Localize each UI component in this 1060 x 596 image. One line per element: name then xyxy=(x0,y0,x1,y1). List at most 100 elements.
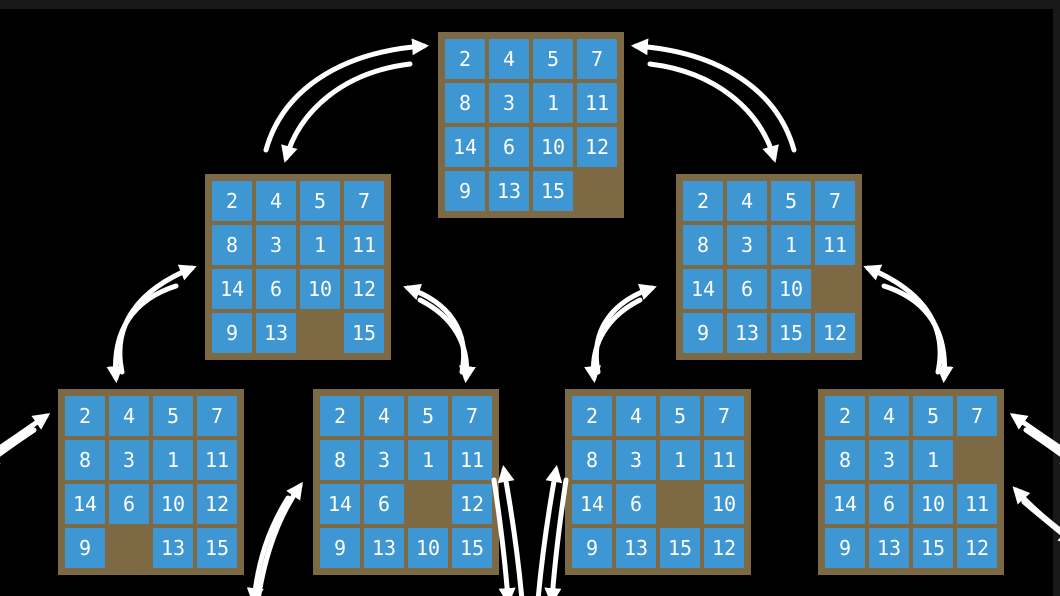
blank-cell xyxy=(815,269,855,309)
tile-4: 4 xyxy=(109,396,149,436)
tile-6: 6 xyxy=(256,269,296,309)
tile-15: 15 xyxy=(660,528,700,568)
tile-15: 15 xyxy=(913,528,953,568)
tile-10: 10 xyxy=(533,127,573,167)
tile-2: 2 xyxy=(572,396,612,436)
tile-14: 14 xyxy=(320,484,360,524)
tile-11: 11 xyxy=(197,440,237,480)
tile-9: 9 xyxy=(320,528,360,568)
tile-1: 1 xyxy=(913,440,953,480)
tile-3: 3 xyxy=(364,440,404,480)
window-edge-top xyxy=(0,0,1060,9)
tile-7: 7 xyxy=(815,181,855,221)
tile-9: 9 xyxy=(825,528,865,568)
tile-15: 15 xyxy=(197,528,237,568)
tile-7: 7 xyxy=(452,396,492,436)
tile-11: 11 xyxy=(344,225,384,265)
tile-15: 15 xyxy=(452,528,492,568)
tile-5: 5 xyxy=(533,39,573,79)
tile-10: 10 xyxy=(153,484,193,524)
tile-2: 2 xyxy=(445,39,485,79)
tile-4: 4 xyxy=(616,396,656,436)
blank-cell xyxy=(957,440,997,480)
tile-9: 9 xyxy=(683,313,723,353)
tile-7: 7 xyxy=(577,39,617,79)
tile-14: 14 xyxy=(445,127,485,167)
tile-6: 6 xyxy=(616,484,656,524)
tile-3: 3 xyxy=(109,440,149,480)
arrow-root-to-mid-left xyxy=(281,61,413,163)
arrow-offscreen-bottom-to-bottom-3 xyxy=(535,464,563,596)
tile-10: 10 xyxy=(408,528,448,568)
tile-11: 11 xyxy=(452,440,492,480)
tile-6: 6 xyxy=(489,127,529,167)
tile-10: 10 xyxy=(300,269,340,309)
tile-1: 1 xyxy=(771,225,811,265)
tile-13: 13 xyxy=(727,313,767,353)
tile-8: 8 xyxy=(445,83,485,123)
tile-3: 3 xyxy=(256,225,296,265)
tile-1: 1 xyxy=(153,440,193,480)
tile-5: 5 xyxy=(660,396,700,436)
tile-6: 6 xyxy=(869,484,909,524)
tile-5: 5 xyxy=(300,181,340,221)
arrow-bottom-4-to-mid-right xyxy=(863,264,943,375)
tile-8: 8 xyxy=(320,440,360,480)
tile-14: 14 xyxy=(683,269,723,309)
tile-8: 8 xyxy=(212,225,252,265)
tile-9: 9 xyxy=(445,171,485,211)
tile-9: 9 xyxy=(65,528,105,568)
tile-5: 5 xyxy=(771,181,811,221)
tile-5: 5 xyxy=(913,396,953,436)
tile-6: 6 xyxy=(364,484,404,524)
tile-11: 11 xyxy=(815,225,855,265)
tile-12: 12 xyxy=(344,269,384,309)
tile-2: 2 xyxy=(212,181,252,221)
tile-12: 12 xyxy=(815,313,855,353)
tile-12: 12 xyxy=(452,484,492,524)
tile-11: 11 xyxy=(957,484,997,524)
arrow-bottom-1-to-mid-left xyxy=(117,264,197,375)
tile-11: 11 xyxy=(704,440,744,480)
tile-9: 9 xyxy=(572,528,612,568)
tile-13: 13 xyxy=(616,528,656,568)
tile-10: 10 xyxy=(704,484,744,524)
tile-6: 6 xyxy=(727,269,767,309)
tile-2: 2 xyxy=(683,181,723,221)
arrow-offscreen-bottom-to-bottom-2-a xyxy=(256,481,303,596)
tile-1: 1 xyxy=(300,225,340,265)
tile-15: 15 xyxy=(344,313,384,353)
tile-7: 7 xyxy=(704,396,744,436)
tile-12: 12 xyxy=(577,127,617,167)
tile-14: 14 xyxy=(572,484,612,524)
tile-13: 13 xyxy=(869,528,909,568)
tile-10: 10 xyxy=(913,484,953,524)
tile-8: 8 xyxy=(683,225,723,265)
tile-2: 2 xyxy=(65,396,105,436)
tile-13: 13 xyxy=(364,528,404,568)
tile-2: 2 xyxy=(825,396,865,436)
tile-13: 13 xyxy=(256,313,296,353)
arrow-offscreen-left-to-bottom-1 xyxy=(0,413,51,451)
tile-13: 13 xyxy=(489,171,529,211)
blank-cell xyxy=(408,484,448,524)
arrow-bottom-2-to-mid-left xyxy=(403,283,466,375)
tile-1: 1 xyxy=(533,83,573,123)
tile-6: 6 xyxy=(109,484,149,524)
arrow-mid-left-to-root xyxy=(263,38,430,153)
tile-15: 15 xyxy=(771,313,811,353)
tile-7: 7 xyxy=(197,396,237,436)
arrow-mid-right-to-bottom-4 xyxy=(881,283,954,384)
window-edge-right xyxy=(1053,0,1060,596)
tile-4: 4 xyxy=(256,181,296,221)
arrow-mid-left-to-bottom-2 xyxy=(417,297,476,384)
tile-7: 7 xyxy=(344,181,384,221)
tile-8: 8 xyxy=(65,440,105,480)
arrow-bottom-3-to-offscreen-bottom xyxy=(544,477,569,596)
